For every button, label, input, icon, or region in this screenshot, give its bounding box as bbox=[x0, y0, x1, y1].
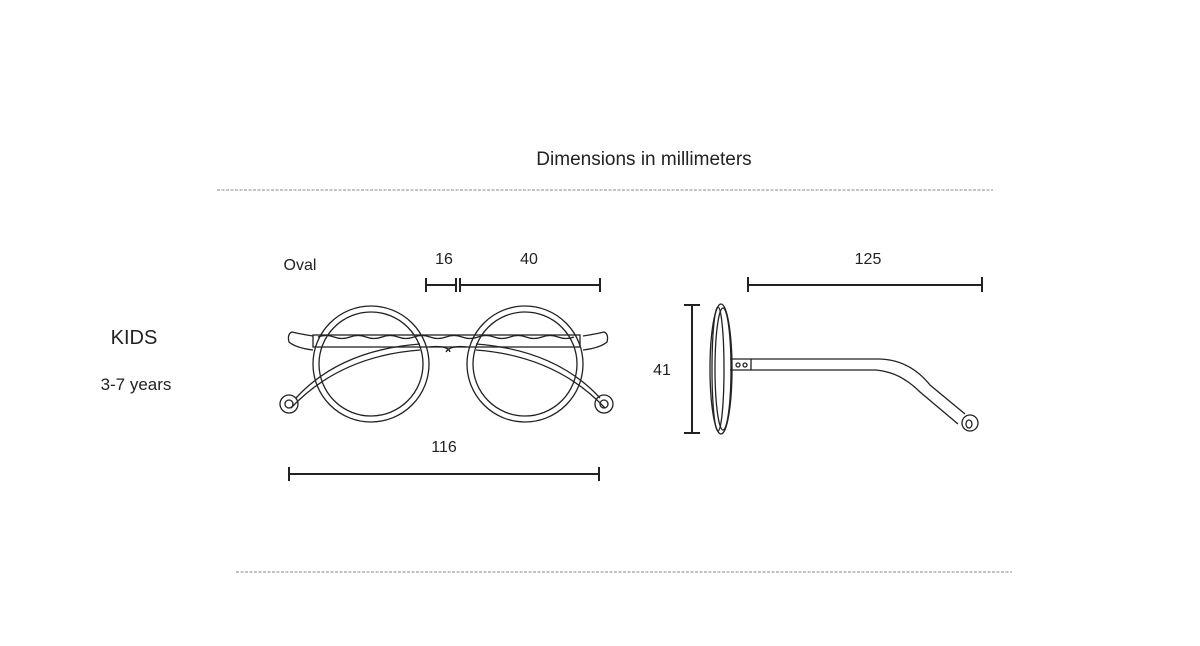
diagram-title: Dimensions in millimeters bbox=[536, 149, 751, 170]
front-view-glasses-icon: Oval bbox=[279, 257, 614, 423]
side-view-glasses-icon bbox=[709, 303, 979, 435]
temple-length-value: 125 bbox=[855, 251, 882, 268]
lens-width-dimension: 40 bbox=[459, 251, 601, 292]
total-width-dimension: 116 bbox=[288, 439, 600, 481]
lens-width-value: 40 bbox=[520, 251, 538, 268]
category-label: KIDS bbox=[111, 327, 158, 349]
lens-height-value: 41 bbox=[653, 362, 671, 379]
lens-height-dimension: 41 bbox=[653, 304, 700, 434]
shape-label: Oval bbox=[284, 257, 317, 274]
bridge-dimension: 16 bbox=[425, 251, 457, 292]
bridge-width-value: 16 bbox=[435, 251, 453, 268]
temple-length-dimension: 125 bbox=[747, 251, 983, 292]
total-width-value: 116 bbox=[431, 439, 457, 456]
age-range-label: 3-7 years bbox=[101, 375, 172, 394]
